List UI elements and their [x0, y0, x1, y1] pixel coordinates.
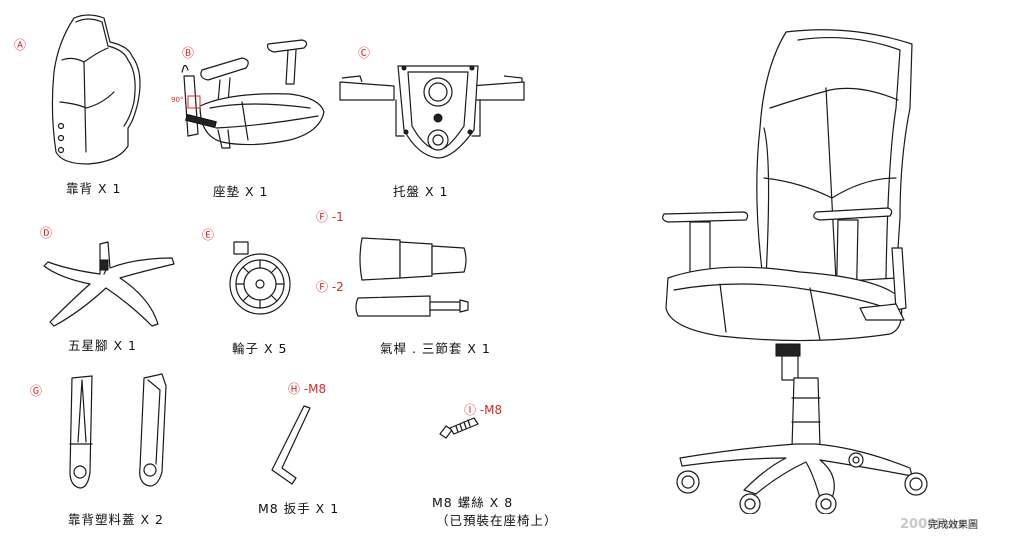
part-b-marker: Ⓑ: [182, 46, 195, 60]
part-g-marker: Ⓖ: [30, 384, 43, 398]
part-i-marker: Ⓘ -M8: [464, 403, 503, 417]
plastic-cover-illustration: [64, 372, 174, 494]
part-b-caption: 座墊 X 1: [213, 184, 269, 199]
part-e-caption: 輪子 X 5: [232, 341, 288, 356]
wheel-illustration: [220, 238, 300, 316]
part-i-caption: M8 螺絲 X 8: [432, 495, 514, 510]
wrench-illustration: [268, 402, 318, 486]
part-e-marker: Ⓔ: [202, 228, 215, 242]
part-f1-marker: Ⓕ -1: [316, 210, 344, 224]
part-c-marker: Ⓒ: [358, 46, 371, 60]
part-f2-marker: Ⓕ -2: [316, 280, 344, 294]
seat-angle-label: 90°: [171, 96, 184, 104]
completed-view-label: 完成效果圖: [928, 520, 978, 531]
part-h-caption: M8 扳手 X 1: [258, 501, 340, 516]
part-i-note: （已預裝在座椅上）: [436, 513, 558, 528]
part-d-marker: Ⓓ: [40, 226, 53, 240]
telescopic-cover-illustration: [358, 236, 470, 282]
part-g-caption: 靠背塑料蓋 X 2: [68, 512, 164, 527]
part-f-caption: 氣桿 . 三節套 X 1: [380, 341, 491, 356]
part-h-marker: Ⓗ -M8: [288, 382, 327, 396]
part-a-marker: Ⓐ: [14, 38, 27, 52]
watermark: 2000Fun: [900, 513, 963, 532]
watermark-brand: 2000Fun: [900, 517, 963, 532]
part-c-caption: 托盤 X 1: [393, 184, 449, 199]
base-illustration: [40, 238, 190, 328]
gas-lift-illustration: [354, 292, 472, 320]
seat-illustration: [170, 36, 330, 156]
part-a-caption: 靠背 X 1: [66, 181, 122, 196]
screw-illustration: [438, 416, 480, 444]
assembled-chair-illustration: [660, 28, 950, 514]
part-d-caption: 五星腳 X 1: [68, 338, 137, 353]
backrest-illustration: [48, 12, 148, 170]
mechanism-illustration: [338, 60, 550, 160]
